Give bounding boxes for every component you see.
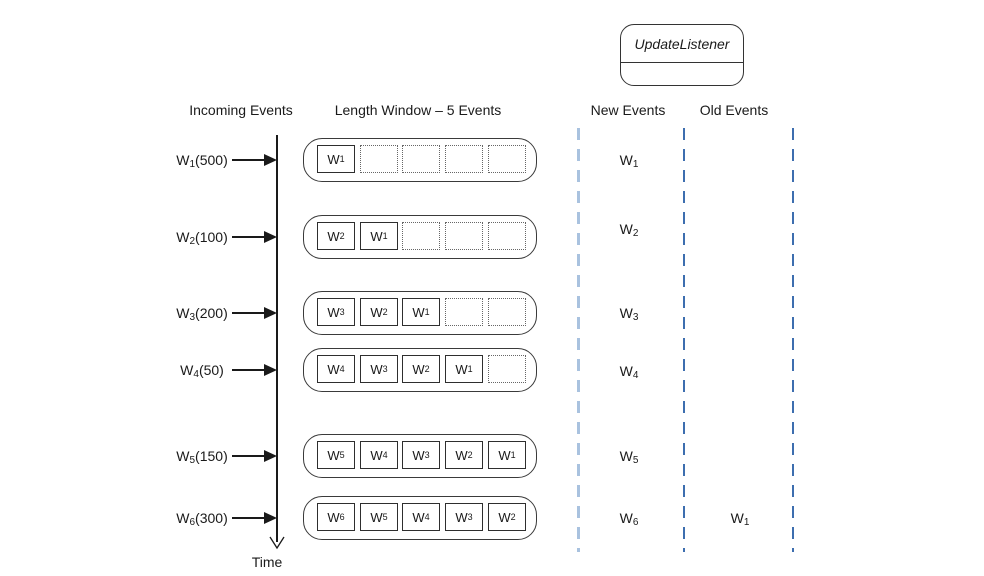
event-arrowhead-icon (264, 231, 277, 243)
incoming-event-label: W5(150) (176, 448, 228, 466)
window-slot-empty (402, 145, 440, 173)
event-arrow-line (232, 369, 265, 371)
new-event-label: W6 (619, 510, 639, 528)
update-listener-label: UpdateListener (621, 25, 743, 63)
window-slot-empty (488, 355, 526, 383)
window-slot-empty (360, 145, 398, 173)
new-events-header: New Events (590, 102, 666, 118)
new-event-label: W2 (619, 221, 639, 239)
incoming-events-header: Incoming Events (189, 102, 293, 118)
timeline-axis (276, 135, 278, 542)
event-arrow-line (232, 455, 265, 457)
event-arrow-line (232, 236, 265, 238)
new-event-label: W5 (619, 448, 639, 466)
new-event-label: W1 (619, 152, 639, 170)
incoming-event-label: W3(200) (176, 305, 228, 323)
window-slot-empty (488, 298, 526, 326)
dashed-line-left (577, 128, 580, 552)
window-slot-empty (402, 222, 440, 250)
new-event-label: W4 (619, 363, 639, 381)
incoming-event-label: W2(100) (176, 229, 228, 247)
incoming-event-label: W4(50) (180, 362, 224, 380)
event-arrowhead-icon (264, 154, 277, 166)
event-arrow-line (232, 517, 265, 519)
event-arrow-line (232, 159, 265, 161)
window-slot-empty (488, 145, 526, 173)
window-slot-empty (445, 222, 483, 250)
time-axis-label: Time (251, 554, 283, 570)
old-events-header: Old Events (699, 102, 769, 118)
old-event-label: W1 (730, 510, 750, 528)
dashed-line-right (792, 128, 794, 552)
window-slot-empty (445, 298, 483, 326)
new-event-label: W3 (619, 305, 639, 323)
event-arrow-line (232, 312, 265, 314)
incoming-event-label: W6(300) (176, 510, 228, 528)
dashed-line-middle (683, 128, 685, 552)
event-arrowhead-icon (264, 450, 277, 462)
event-arrowhead-icon (264, 364, 277, 376)
update-listener-box: UpdateListener (620, 24, 744, 86)
event-arrowhead-icon (264, 512, 277, 524)
window-slot-empty (488, 222, 526, 250)
incoming-event-label: W1(500) (176, 152, 228, 170)
event-arrowhead-icon (264, 307, 277, 319)
length-window-header: Length Window – 5 Events (334, 102, 502, 118)
time-arrowhead-icon (269, 536, 285, 550)
window-slot-empty (445, 145, 483, 173)
